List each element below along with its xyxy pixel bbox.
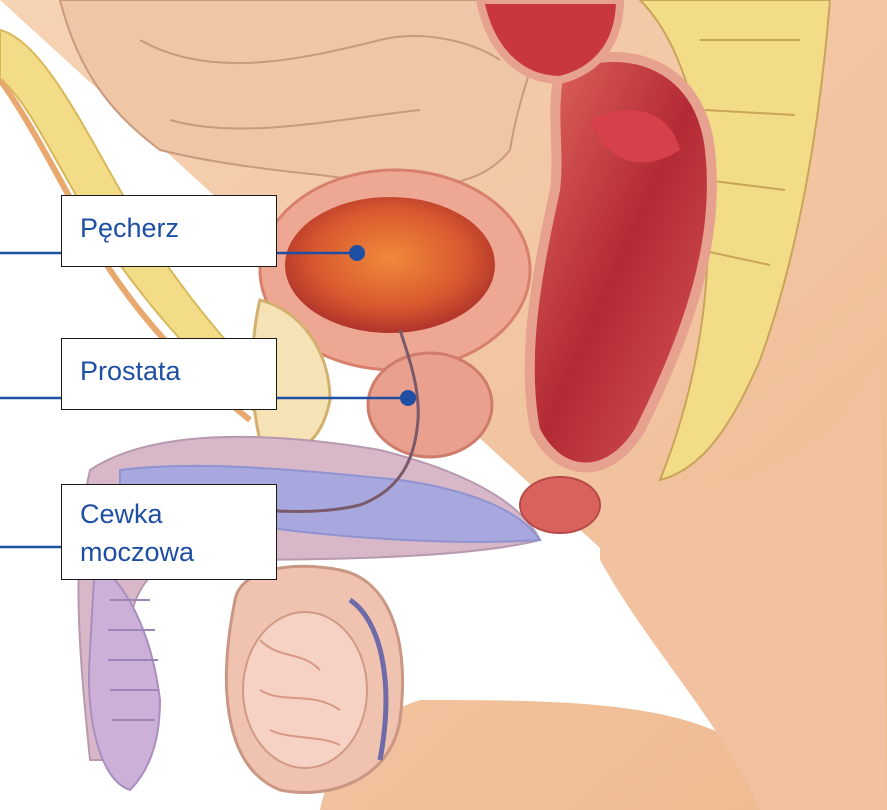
label-pecherz: Pęcherz: [61, 195, 277, 267]
label-cewka-line2: moczowa: [80, 533, 258, 571]
label-cewka-moczowa: Cewka moczowa: [61, 484, 277, 580]
label-prostata: Prostata: [61, 338, 277, 410]
label-prostata-text: Prostata: [80, 353, 258, 389]
bladder-lumen: [285, 197, 495, 333]
prostate: [368, 353, 492, 457]
leader-dot-prostata: [400, 390, 416, 406]
bulb: [520, 477, 600, 533]
label-cewka-line1: Cewka: [80, 495, 258, 533]
leader-dot-pecherz: [349, 245, 365, 261]
label-pecherz-text: Pęcherz: [80, 210, 258, 246]
